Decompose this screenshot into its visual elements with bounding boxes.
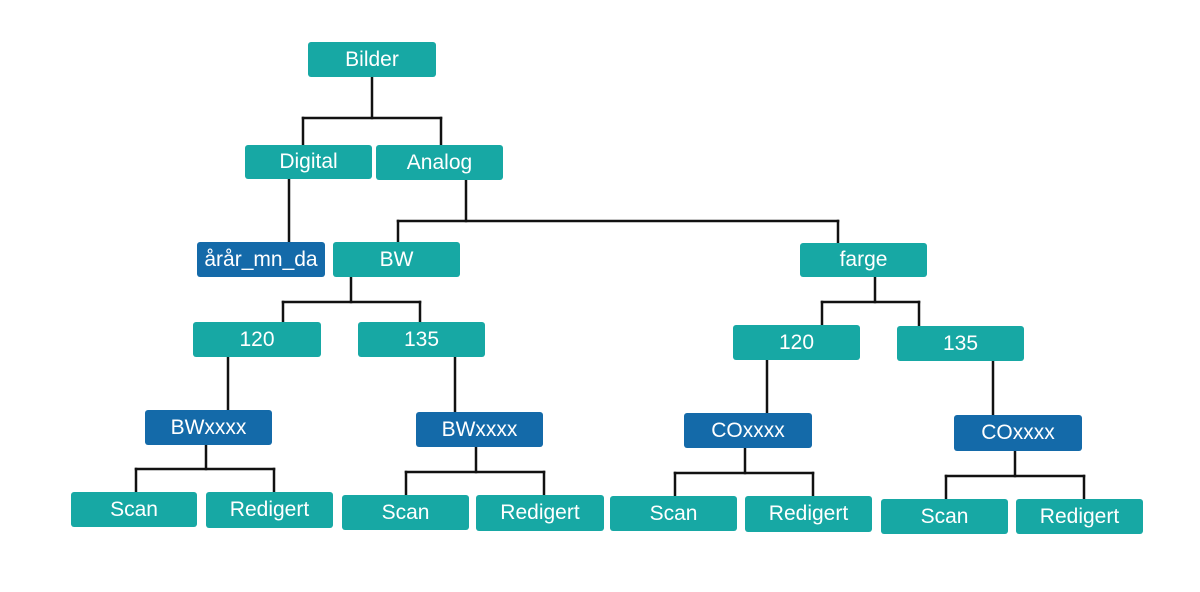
node-farge-135-scan: Scan	[881, 499, 1008, 534]
node-bw-120: 120	[193, 322, 321, 357]
node-bw-120-redigert: Redigert	[206, 492, 333, 528]
node-farge-120-folder: COxxxx	[684, 413, 812, 448]
node-farge-135-folder: COxxxx	[954, 415, 1082, 451]
node-farge: farge	[800, 243, 927, 277]
node-farge-120-scan: Scan	[610, 496, 737, 531]
node-farge-135: 135	[897, 326, 1024, 361]
node-bw-135-redigert: Redigert	[476, 495, 604, 531]
node-bw-135: 135	[358, 322, 485, 357]
node-bw: BW	[333, 242, 460, 277]
node-bilder: Bilder	[308, 42, 436, 77]
node-farge-120-redigert: Redigert	[745, 496, 872, 532]
node-bw-135-scan: Scan	[342, 495, 469, 530]
node-digital-folder: årår_mn_da	[197, 242, 325, 277]
node-bw-120-folder: BWxxxx	[145, 410, 272, 445]
node-analog: Analog	[376, 145, 503, 180]
node-bw-135-folder: BWxxxx	[416, 412, 543, 447]
node-digital: Digital	[245, 145, 372, 179]
node-farge-120: 120	[733, 325, 860, 360]
node-bw-120-scan: Scan	[71, 492, 197, 527]
node-farge-135-redigert: Redigert	[1016, 499, 1143, 534]
